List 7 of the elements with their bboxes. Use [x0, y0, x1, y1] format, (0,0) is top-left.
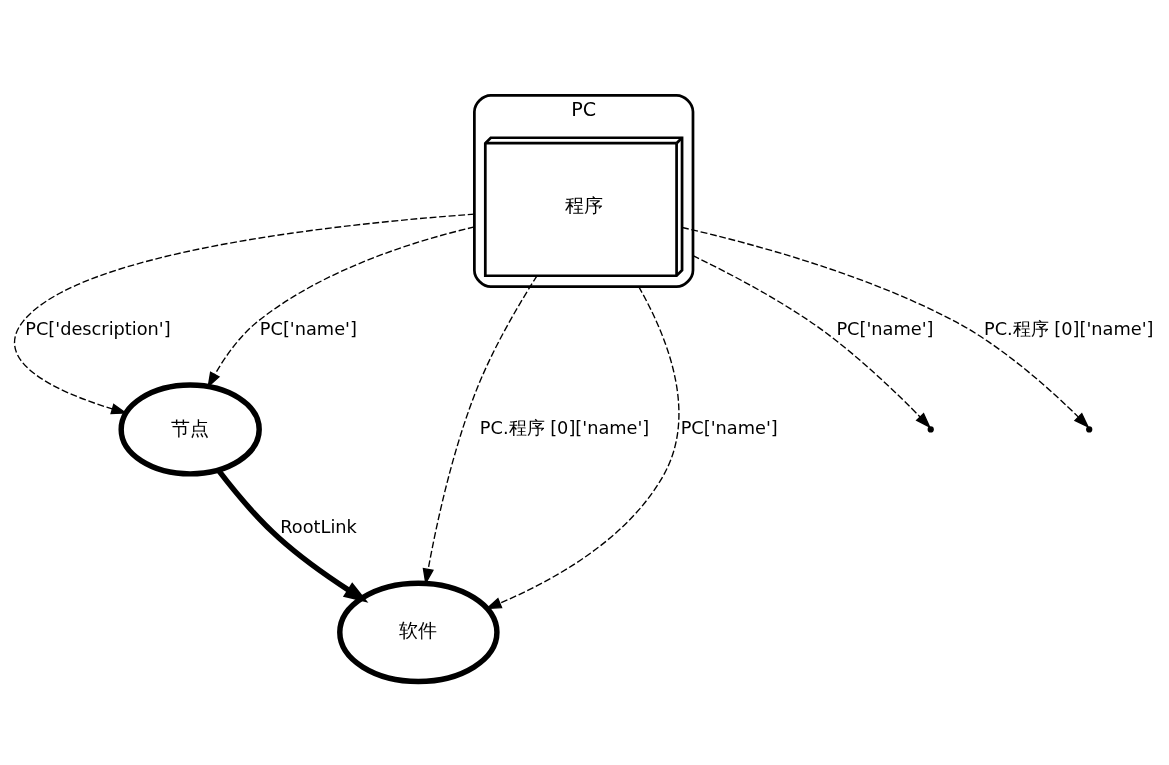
- edge-label: RootLink: [280, 516, 357, 537]
- edge-label: PC['name']: [259, 318, 357, 339]
- edge-label: PC.程序 [0]['name']: [983, 318, 1154, 339]
- edge-label: PC.程序 [0]['name']: [479, 417, 650, 438]
- edge-label: PC['name']: [836, 318, 934, 339]
- edge-label: PC['name']: [680, 417, 778, 438]
- edge-label: PC['description']: [25, 318, 171, 339]
